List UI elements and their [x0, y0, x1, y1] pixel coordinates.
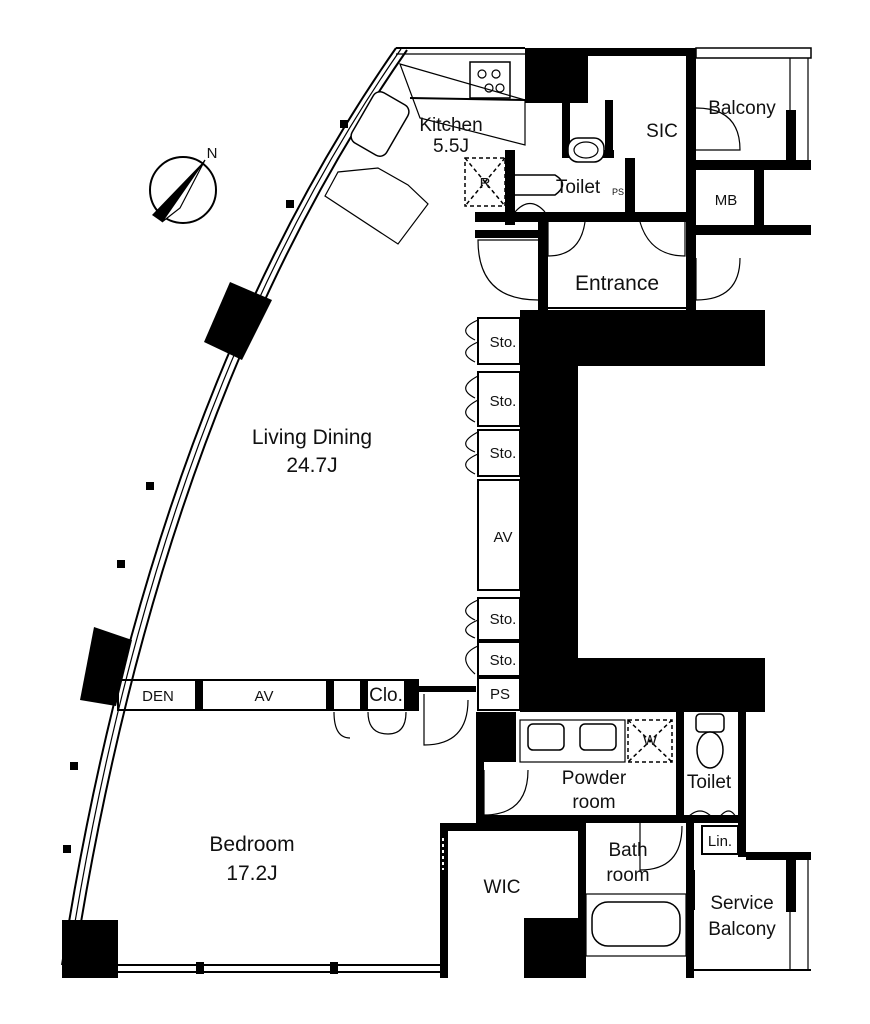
av-left-label: AV [255, 688, 274, 705]
sink-icon [350, 91, 410, 157]
entrance-label: Entrance [575, 272, 659, 295]
lower-toilet-label: Toilet [687, 772, 732, 793]
lower-toilet-icon [695, 713, 725, 769]
kitchen-size-label: 5.5J [433, 136, 469, 157]
storage-5-label: Sto. [490, 652, 517, 669]
living-dining-name-label: Living Dining [252, 426, 372, 449]
wic-label: WIC [484, 877, 521, 898]
upper-toilet-bowl-icon [515, 174, 564, 196]
column-middle [80, 627, 132, 706]
washer-space [627, 719, 673, 763]
bedroom-name-label: Bedroom [209, 833, 294, 856]
storage-4-label: Sto. [490, 611, 517, 628]
bath-room-label-2: room [606, 865, 649, 886]
exterior-window-curve [61, 47, 408, 966]
av-right-label: AV [494, 529, 513, 546]
cooktop-icon [477, 69, 505, 93]
compass-icon: N [149, 145, 218, 224]
powder-room-label-1: Powder [562, 768, 627, 789]
powder-room-label-2: room [572, 792, 615, 813]
compass-north-label: N [207, 145, 218, 162]
closet-doors [333, 694, 469, 746]
bathtub-icon [591, 901, 681, 947]
storage-1-label: Sto. [490, 334, 517, 351]
storage-3-label: Sto. [490, 445, 517, 462]
column-upper [204, 282, 272, 360]
sic-label: SIC [646, 121, 678, 142]
storage-2-label: Sto. [490, 393, 517, 410]
service-balcony-label-2: Balcony [708, 919, 776, 940]
washer-label: W [643, 732, 658, 749]
den-label: DEN [142, 688, 174, 705]
upper-toilet-label: Toilet [556, 177, 601, 198]
service-balcony-label-1: Service [710, 893, 773, 914]
fridge-label: R [480, 175, 491, 192]
column-bottom-left [62, 920, 118, 978]
upper-ps-label: PS [612, 187, 624, 197]
storage-doors [465, 319, 479, 675]
storage-column [477, 317, 521, 711]
living-dining-size-label: 24.7J [286, 454, 337, 477]
ps-lower-label: PS [490, 686, 510, 703]
central-core [520, 310, 765, 712]
linen-label: Lin. [708, 833, 732, 850]
balcony-label: Balcony [708, 98, 776, 119]
kitchen-name-label: Kitchen [419, 115, 482, 136]
bath-room-label-1: Bath [608, 840, 647, 861]
kitchen-island [324, 167, 429, 245]
closet-label: Clo. [369, 685, 403, 706]
mb-label: MB [715, 192, 738, 209]
bedroom-size-label: 17.2J [226, 862, 277, 885]
